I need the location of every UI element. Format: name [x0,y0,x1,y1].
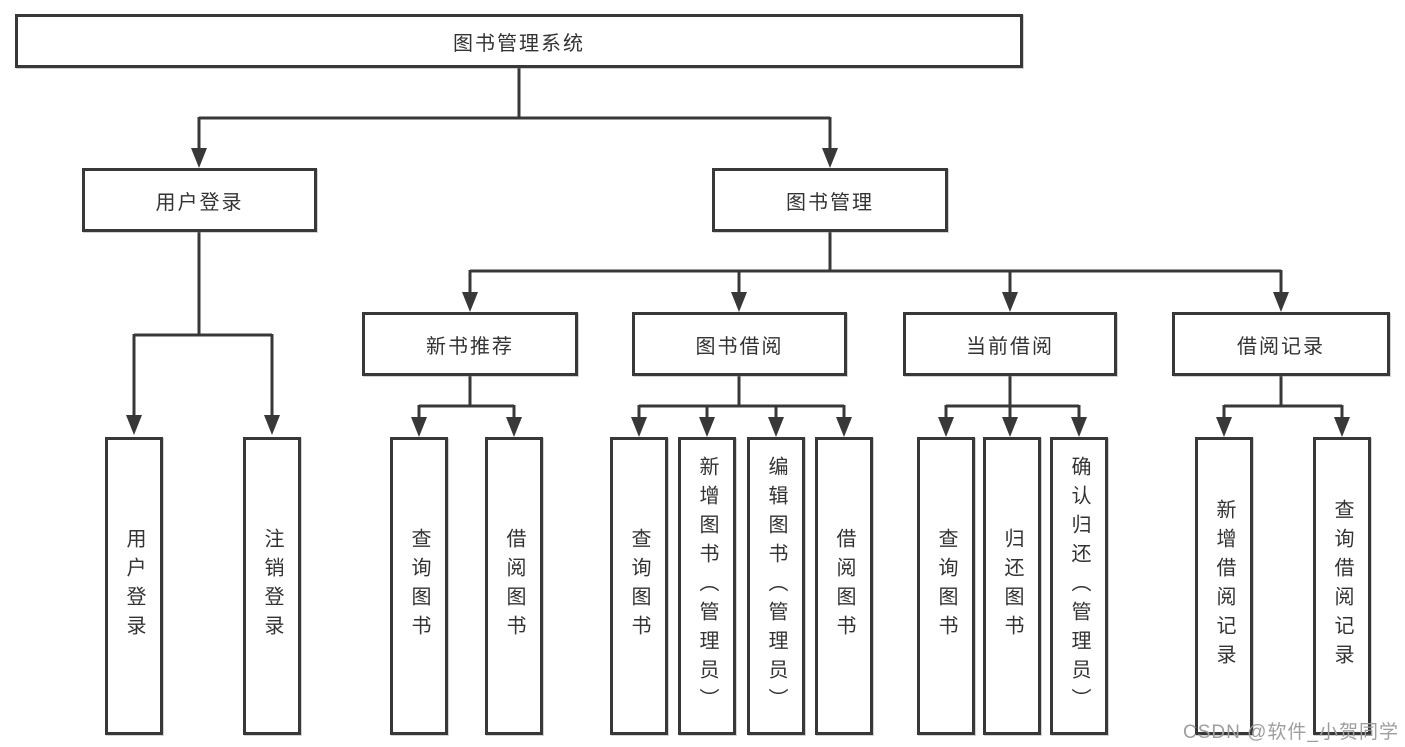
node-book-management-label: 图书管理 [786,191,874,214]
leaf-query-books-current-label: 查询图书 [935,528,957,644]
leaf-edit-book-admin-label: 编辑图书（管理员） [765,455,787,717]
node-current-borrow-label: 当前借阅 [966,335,1054,358]
leaf-borrow-books-recommend-label: 借阅图书 [503,528,525,644]
leaf-add-borrow-record: 新增借阅记录 [1195,437,1253,735]
node-user-login-group: 用户登录 [82,168,317,232]
leaf-return-books: 归还图书 [983,437,1041,735]
leaf-query-books-recommend-label: 查询图书 [408,528,430,644]
node-current-borrow: 当前借阅 [903,312,1117,376]
node-new-book-recommend: 新书推荐 [362,312,578,376]
watermark-text: CSDN @软件_小贺同学 [1183,722,1399,743]
leaf-query-books-current: 查询图书 [917,437,975,735]
node-book-borrow: 图书借阅 [632,312,847,376]
leaf-user-login: 用户登录 [105,437,163,735]
node-user-login-group-label: 用户登录 [155,191,244,214]
node-new-book-recommend-label: 新书推荐 [426,335,514,358]
leaf-confirm-return-admin-label: 确认归还（管理员） [1068,455,1090,717]
node-book-management: 图书管理 [712,168,948,232]
leaf-user-login-label: 用户登录 [123,528,145,644]
node-root-system: 图书管理系统 [15,14,1023,68]
leaf-borrow-books-borrow-label: 借阅图书 [833,528,855,644]
leaf-query-books-borrow: 查询图书 [610,437,668,735]
leaf-add-book-admin-label: 新增图书（管理员） [696,455,718,717]
leaf-add-borrow-record-label: 新增借阅记录 [1213,499,1235,673]
leaf-edit-book-admin: 编辑图书（管理员） [747,437,805,735]
node-book-borrow-label: 图书借阅 [695,335,784,358]
leaf-query-borrow-record: 查询借阅记录 [1313,437,1371,735]
node-borrow-records: 借阅记录 [1172,312,1390,376]
leaf-borrow-books-recommend: 借阅图书 [485,437,543,735]
leaf-borrow-books-borrow: 借阅图书 [815,437,873,735]
leaf-query-books-borrow-label: 查询图书 [628,528,650,644]
leaf-query-borrow-record-label: 查询借阅记录 [1331,499,1353,673]
leaf-logout-label: 注销登录 [261,528,283,644]
leaf-query-books-recommend: 查询图书 [390,437,448,735]
leaf-logout: 注销登录 [243,437,301,735]
node-root-system-label: 图书管理系统 [453,32,585,55]
leaf-add-book-admin: 新增图书（管理员） [678,437,736,735]
node-borrow-records-label: 借阅记录 [1237,335,1325,358]
leaf-return-books-label: 归还图书 [1001,528,1023,644]
leaf-confirm-return-admin: 确认归还（管理员） [1050,437,1108,735]
